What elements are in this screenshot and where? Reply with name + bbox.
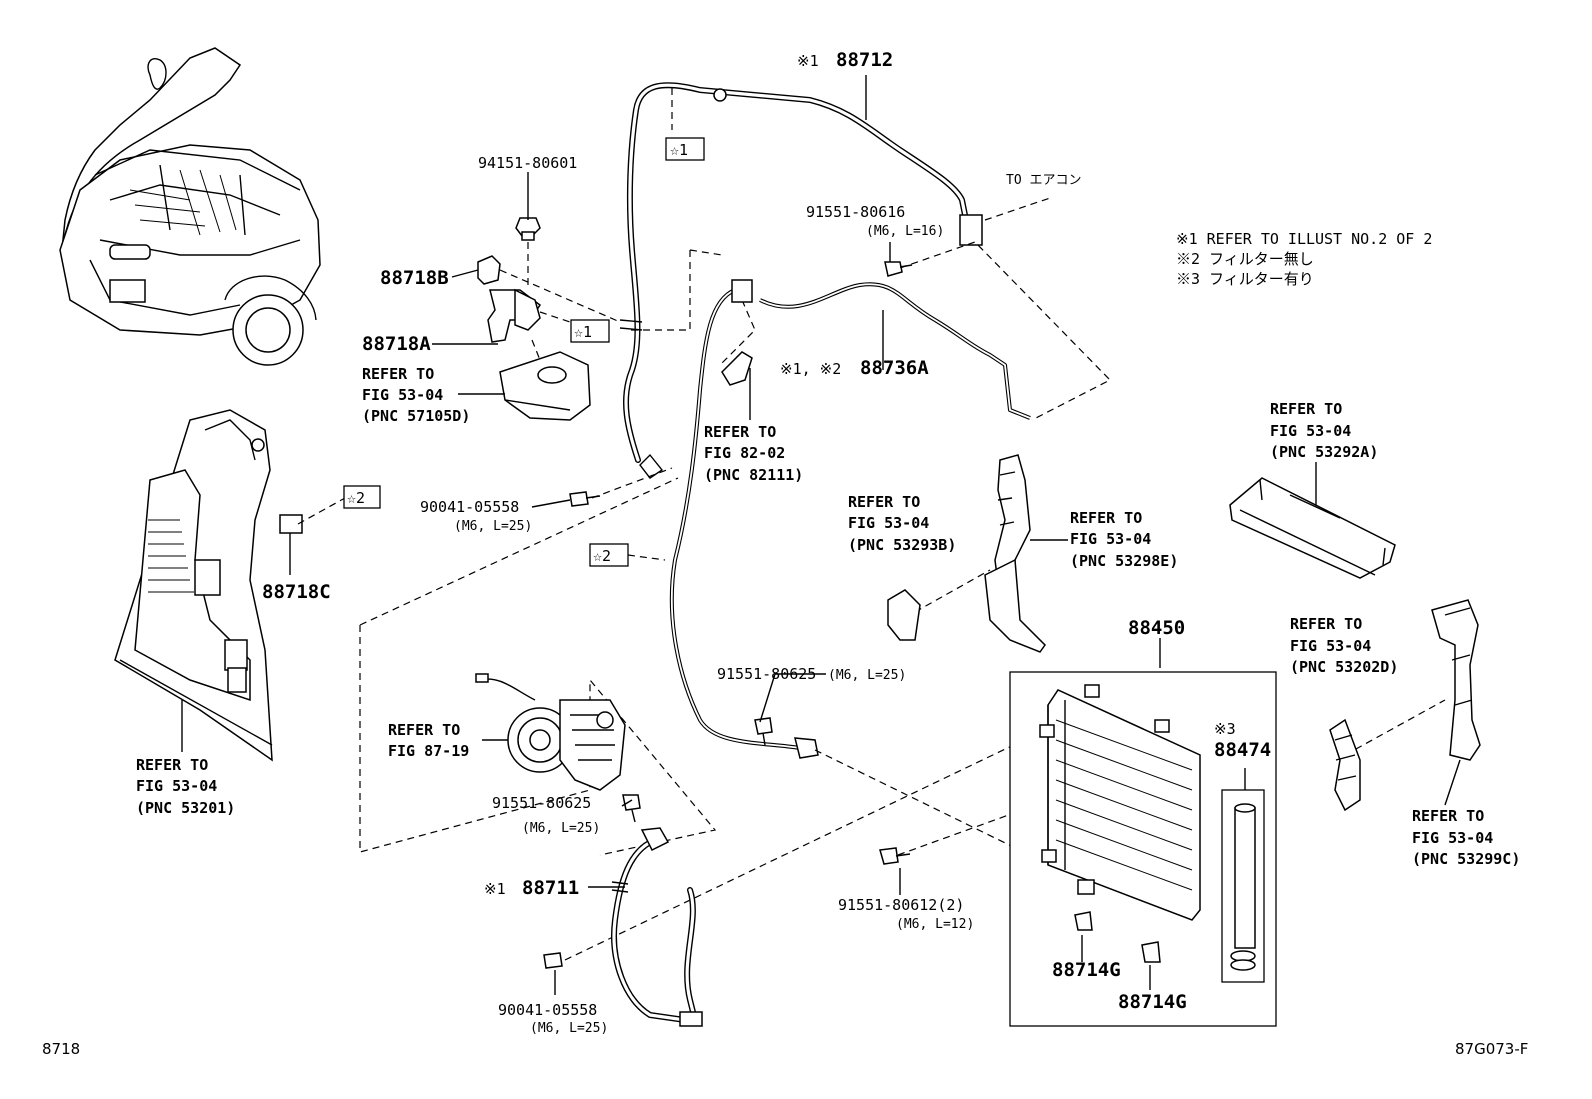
ref-53292a-line3: (PNC 53292A) xyxy=(1270,443,1378,461)
compressor-illustration xyxy=(475,673,626,791)
seal-parts xyxy=(887,454,1046,653)
ref-53201-line3: (PNC 53201) xyxy=(136,799,235,817)
label-90041-05558-b-sub: (M6, L=25) xyxy=(530,1021,608,1036)
ref-53293b-line1: REFER TO xyxy=(848,493,920,511)
label-91551-80625-b-sub: (M6, L=25) xyxy=(522,821,600,836)
leader-star2-left xyxy=(297,497,346,525)
note-3: ※3 フィルター有り xyxy=(1176,270,1314,288)
ref-57105d-line2: FIG 53-04 xyxy=(362,386,443,404)
label-91551-80616-sub: (M6, L=16) xyxy=(866,224,944,239)
leader-condenser-hose xyxy=(814,749,1041,861)
label-88450: 88450 xyxy=(1128,617,1185,639)
star1-mid-box xyxy=(570,319,610,343)
label-94151-80601: 94151-80601 xyxy=(478,154,577,172)
ref-53293b-line2: FIG 53-04 xyxy=(848,514,929,532)
ref-53299c-line3: (PNC 53299C) xyxy=(1412,850,1520,868)
leader-53293b xyxy=(914,569,991,613)
star2-mid-box xyxy=(589,543,629,567)
ref-53202d-line2: FIG 53-04 xyxy=(1290,637,1371,655)
label-88712-prefix: ※1 xyxy=(797,52,819,70)
hose-88712 xyxy=(619,82,983,479)
label-88718b: 88718B xyxy=(380,267,449,289)
label-star2-mid: ☆2 xyxy=(593,547,611,565)
ref-53292a-line2: FIG 53-04 xyxy=(1270,422,1351,440)
label-91551-80625-b: 91551-80625 xyxy=(492,794,591,812)
ref-53298e-line3: (PNC 53298E) xyxy=(1070,552,1178,570)
ref-53202d-line3: (PNC 53202D) xyxy=(1290,658,1398,676)
ref-53298e-line1: REFER TO xyxy=(1070,509,1142,527)
ref-53299c-line1: REFER TO xyxy=(1412,807,1484,825)
footer-left-code: 8718 xyxy=(42,1040,80,1058)
leader-90041-a xyxy=(591,467,673,499)
ref-57105d-line3: (PNC 57105D) xyxy=(362,407,470,425)
label-88736a-prefix: ※1, ※2 xyxy=(780,360,841,378)
ref-53298e-line2: FIG 53-04 xyxy=(1070,530,1151,548)
radiator-support-illustration xyxy=(114,409,303,762)
label-star1-top: ☆1 xyxy=(670,141,688,159)
label-90041-05558-b: 90041-05558 xyxy=(498,1001,597,1019)
label-88714g-b: 88714G xyxy=(1118,991,1187,1013)
leader-lines xyxy=(289,75,1461,995)
label-88711: 88711 xyxy=(522,877,579,899)
label-88718a: 88718A xyxy=(362,333,431,355)
label-91551-80625-a-sub: (M6, L=25) xyxy=(828,668,906,683)
label-88714g-a: 88714G xyxy=(1052,959,1121,981)
label-88718c: 88718C xyxy=(262,581,331,603)
ref-57105d-line1: REFER TO xyxy=(362,365,434,383)
note-2: ※2 フィルター無し xyxy=(1176,250,1314,268)
ref-8719-line1: REFER TO xyxy=(388,721,460,739)
vehicle-front-illustration xyxy=(59,47,321,366)
bolt-parts xyxy=(543,261,913,969)
leader-hose-88711 xyxy=(564,729,1046,961)
leader-91551-80616 xyxy=(899,241,1111,421)
label-88736a: 88736A xyxy=(860,357,929,379)
ref-53201-line1: REFER TO xyxy=(136,756,208,774)
hose-88711 xyxy=(611,827,703,1027)
label-91551-80612: 91551-80612(2) xyxy=(838,896,964,914)
ref-82111-line1: REFER TO xyxy=(704,423,776,441)
leader-dashed-bracket xyxy=(630,249,756,366)
footer-right-code: 87G073-F xyxy=(1455,1040,1528,1058)
condenser-assembly xyxy=(1009,638,1277,1027)
label-91551-80625-a: 91551-80625 xyxy=(717,665,816,683)
star1-top-box xyxy=(665,137,705,161)
star2-left-box xyxy=(343,485,381,509)
leader-toaircon xyxy=(984,197,1051,221)
clamp-88718c-part xyxy=(279,514,303,534)
ref-82111-line3: (PNC 82111) xyxy=(704,466,803,484)
label-91551-80616: 91551-80616 xyxy=(806,203,905,221)
label-90041-05558-a: 90041-05558 xyxy=(420,498,519,516)
note-1: ※1 REFER TO ILLUST NO.2 OF 2 xyxy=(1176,230,1432,248)
ref-53299c-line2: FIG 53-04 xyxy=(1412,829,1493,847)
seal-right-parts xyxy=(1329,599,1481,812)
bracket-group xyxy=(477,217,621,421)
label-star2-left: ☆2 xyxy=(347,489,365,507)
ref-53201-line2: FIG 53-04 xyxy=(136,777,217,795)
label-to-aircon: TO エアコン xyxy=(1006,173,1081,188)
label-91551-80612-sub: (M6, L=12) xyxy=(896,917,974,932)
seal-53292a-part xyxy=(1229,477,1396,579)
ref-53202d-line1: REFER TO xyxy=(1290,615,1362,633)
label-90041-05558-a-sub: (M6, L=25) xyxy=(454,519,532,534)
ref-8719-line2: FIG 87-19 xyxy=(388,742,469,760)
label-88474-prefix: ※3 xyxy=(1214,720,1236,738)
leader-53202d xyxy=(1344,699,1446,756)
leader-star2-mid xyxy=(627,554,666,561)
label-star1-mid: ☆1 xyxy=(574,323,592,341)
pipe-88736a xyxy=(669,279,1031,759)
label-88474: 88474 xyxy=(1214,739,1271,761)
label-88712: 88712 xyxy=(836,49,893,71)
ref-82111-line2: FIG 82-02 xyxy=(704,444,785,462)
ref-53292a-line1: REFER TO xyxy=(1270,400,1342,418)
label-88711-prefix: ※1 xyxy=(484,880,506,898)
ref-53293b-line3: (PNC 53293B) xyxy=(848,536,956,554)
